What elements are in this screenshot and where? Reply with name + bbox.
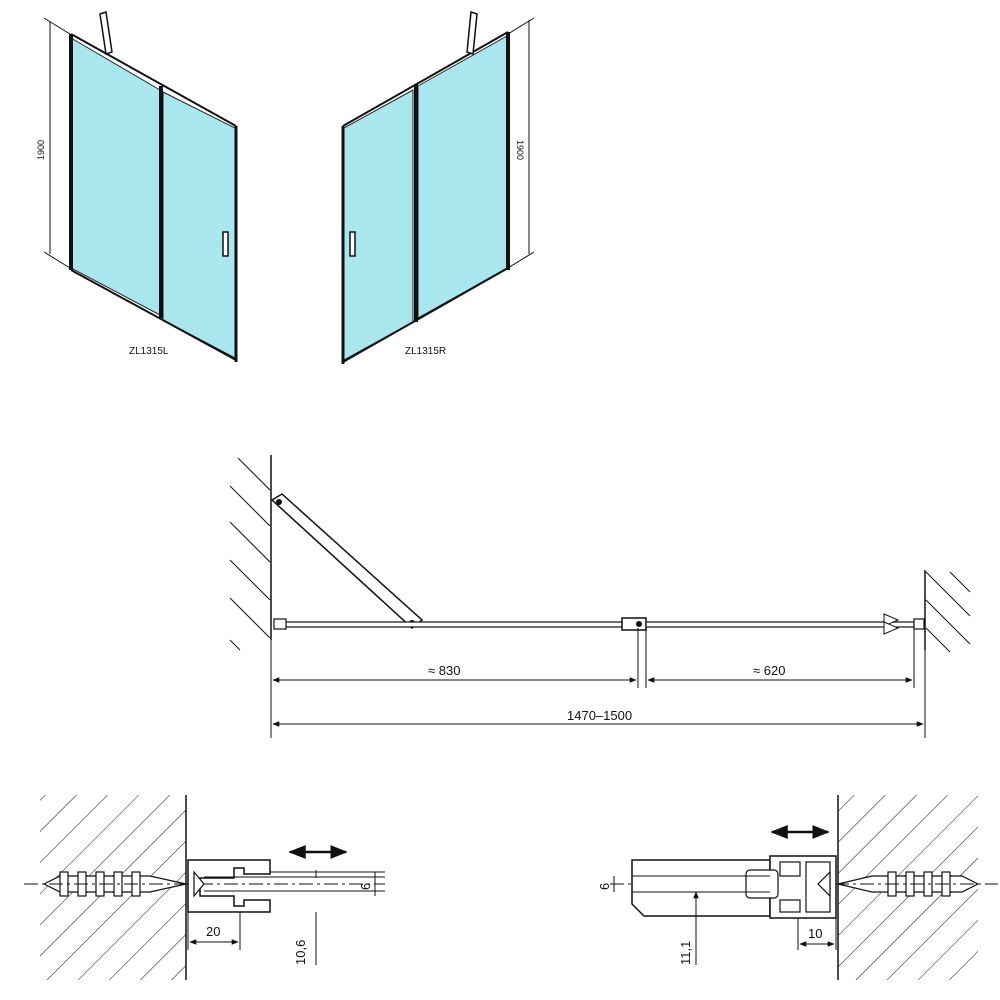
detail-left-profile: 20 10,6 6 <box>24 795 385 980</box>
detail-right-profile: 6 11,1 10 <box>597 795 998 980</box>
dim-left-20: 20 <box>206 924 220 939</box>
center-profile <box>621 617 647 631</box>
dim-total-width: 1470–1500 <box>567 708 632 723</box>
door-handle-icon <box>349 231 356 257</box>
dim-right-6: 6 <box>597 883 612 890</box>
dim-door-width: ≈ 830 <box>428 663 460 678</box>
dim-left-10-6: 10,6 <box>293 940 308 965</box>
dim-right-11-1: 11,1 <box>678 941 693 965</box>
plan-view: ≈ 830 ≈ 620 1470–1500 <box>229 455 971 738</box>
view-zl1315r: 1900 ZL1315R <box>341 10 535 364</box>
stabilizer-bar <box>466 10 478 56</box>
stabilizer-arm <box>270 493 424 629</box>
door-panel-glass <box>162 91 236 359</box>
fixed-panel-glass <box>70 37 161 316</box>
height-label-right: 1900 <box>515 140 525 160</box>
stabilizer-bar <box>99 11 113 55</box>
dim-fixed-width: ≈ 620 <box>753 663 785 678</box>
height-label-left: 1900 <box>36 140 46 160</box>
door-handle-icon <box>222 231 229 257</box>
dim-left-6: 6 <box>358 883 373 890</box>
dim-right-10: 10 <box>808 926 822 941</box>
view-zl1315l: 1900 ZL1315L <box>36 11 238 362</box>
model-label-left: ZL1315L <box>129 346 169 357</box>
door-panel-glass <box>343 89 414 361</box>
model-label-right: ZL1315R <box>405 346 446 357</box>
